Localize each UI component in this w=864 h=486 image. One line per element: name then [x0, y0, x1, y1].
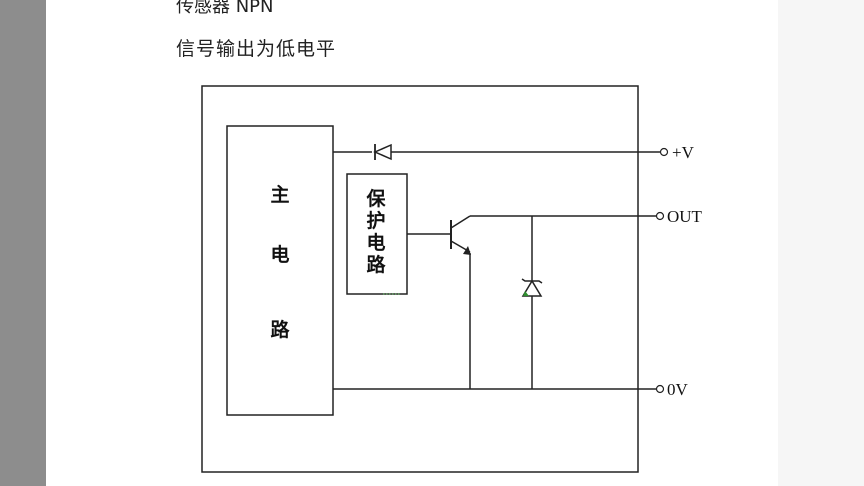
- right-margin: [778, 0, 864, 486]
- protection-circuit-char-2: 护: [366, 209, 385, 232]
- zero-v-terminal: [655, 384, 665, 394]
- plus-v-terminal: [659, 147, 669, 157]
- zener-accent-mark: [523, 291, 529, 296]
- protection-circuit-char-1: 保: [365, 187, 386, 210]
- out-terminal: [655, 211, 665, 221]
- zero-v-label: 0V: [667, 380, 689, 399]
- protection-circuit-char-3: 电: [366, 231, 385, 254]
- plus-v-label: +V: [672, 143, 695, 162]
- main-circuit-block: [226, 125, 334, 416]
- diode-icon: [373, 143, 392, 161]
- sensor-type-heading: 传感器 NPN: [176, 0, 274, 17]
- sensor-enclosure: [201, 85, 639, 473]
- out-label: OUT: [667, 207, 703, 226]
- main-circuit-char-3: 路: [270, 318, 290, 341]
- transistor-collector: [450, 215, 471, 229]
- main-circuit-char-1: 主: [270, 184, 289, 206]
- emitter-arrow-icon: [463, 246, 471, 255]
- signal-output-heading: 信号输出为低电平: [176, 38, 337, 60]
- left-sidebar: [0, 0, 46, 486]
- main-circuit-char-2: 电: [270, 243, 289, 266]
- protection-circuit-char-4: 路: [366, 253, 386, 276]
